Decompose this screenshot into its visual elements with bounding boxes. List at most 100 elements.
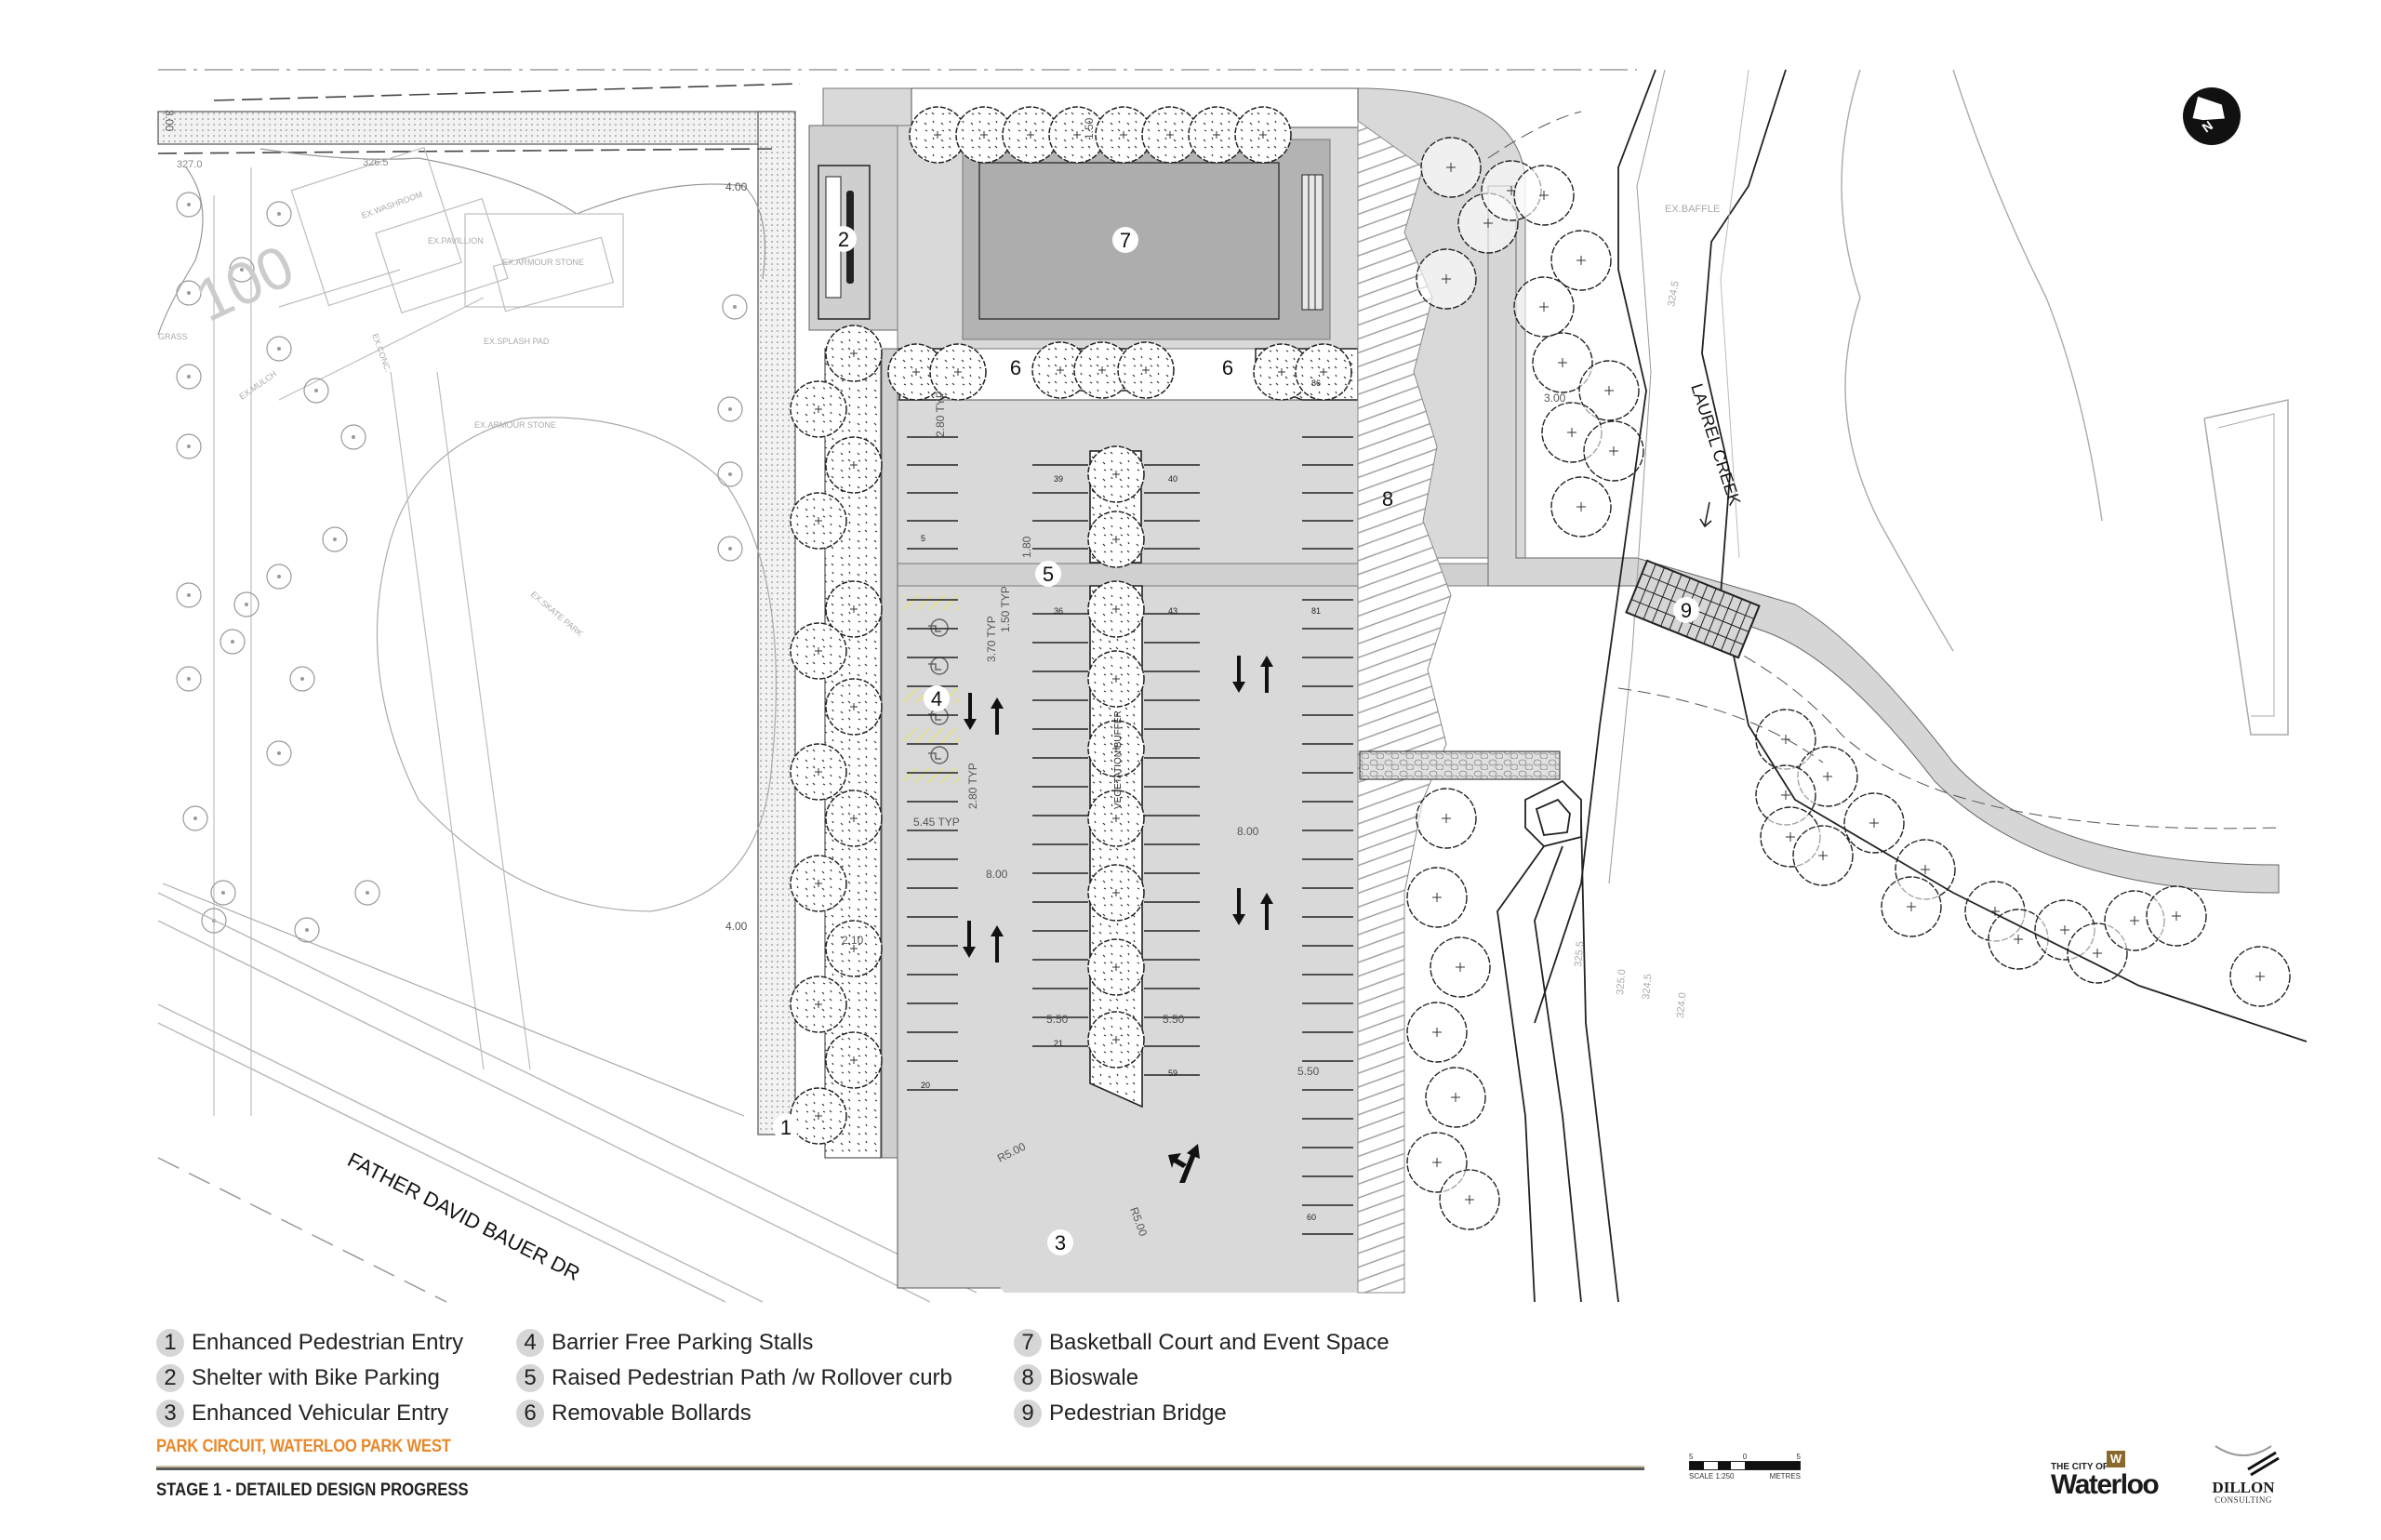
legend-number-badge: 2 [156, 1364, 184, 1392]
svg-text:EX.WASHROOM: EX.WASHROOM [360, 190, 423, 220]
svg-text:EX.SPLASH PAD: EX.SPLASH PAD [484, 337, 550, 346]
svg-text:2.80 TYP: 2.80 TYP [934, 391, 947, 437]
svg-text:1.50 TYP: 1.50 TYP [999, 586, 1012, 632]
svg-text:2: 2 [838, 228, 849, 251]
site-surfaces [808, 87, 2280, 1294]
legend-number-badge: 4 [516, 1329, 544, 1357]
legend-item: 2 Shelter with Bike Parking [156, 1361, 463, 1396]
svg-text:1.80: 1.80 [1020, 536, 1033, 558]
logo-firm-sub: CONSULTING [2215, 1495, 2272, 1505]
svg-text:3: 3 [1055, 1231, 1066, 1255]
vegetation-buffer-label: VEGETATION BUFFER [1113, 710, 1124, 809]
svg-text:86: 86 [1311, 378, 1321, 388]
legend-number-badge: 9 [1014, 1400, 1042, 1427]
legend-number-badge: 1 [156, 1329, 184, 1357]
svg-text:325.0: 325.0 [1615, 969, 1628, 995]
scale-ticks: 5 0 5 [1689, 1453, 1801, 1461]
title-divider [156, 1466, 1644, 1470]
svg-text:325.5: 325.5 [1573, 941, 1586, 967]
flow-arrow-icon [1699, 501, 1712, 528]
stage-title: STAGE 1 - DETAILED DESIGN PROGRESS [156, 1480, 469, 1500]
legend-label: Bioswale [1049, 1365, 1139, 1390]
callout-7: 7 [1112, 227, 1138, 253]
existing-conditions [157, 69, 1637, 1135]
logo-city-name: Waterloo [2051, 1469, 2160, 1500]
scale-caption: SCALE 1:250 METRES [1689, 1472, 1801, 1480]
legend-label: Enhanced Pedestrian Entry [192, 1330, 464, 1355]
svg-text:2.80 TYP: 2.80 TYP [966, 763, 979, 809]
legend-number-badge: 8 [1014, 1364, 1042, 1392]
svg-text:6: 6 [1010, 356, 1021, 379]
scale-bar-graphic [1689, 1461, 1801, 1470]
parking-stall-lines-south [907, 599, 1353, 1235]
dimensions: 3.00 4.00 4.00 2.80 TYP 1.80 1.50 TYP 3.… [163, 110, 1566, 1238]
svg-text:21: 21 [1054, 1039, 1063, 1048]
svg-text:EX.PAVILLION: EX.PAVILLION [428, 236, 484, 246]
svg-text:5.50: 5.50 [1163, 1013, 1185, 1026]
gravel-strip [1359, 750, 1561, 780]
legend-item: 3 Enhanced Vehicular Entry [156, 1396, 463, 1431]
east-path [1487, 185, 2280, 894]
legend-label: Shelter with Bike Parking [192, 1365, 440, 1390]
turn-arrow-icon [1168, 1144, 1200, 1183]
arrow-down-icon [964, 693, 977, 730]
arrow-up-icon [1260, 893, 1273, 930]
bioswale [1357, 120, 1452, 1294]
svg-text:EX.ARMOUR STONE: EX.ARMOUR STONE [502, 258, 584, 267]
legend-label: Removable Bollards [552, 1401, 752, 1426]
svg-text:EX.MULCH: EX.MULCH [237, 369, 278, 402]
svg-text:20: 20 [921, 1081, 930, 1090]
svg-text:EX.BAFFLE: EX.BAFFLE [1665, 204, 1720, 215]
legend-number-badge: 3 [156, 1400, 184, 1427]
stall-numbers: 5 39 40 36 43 81 86 20 21 59 60 [921, 378, 1321, 1222]
svg-text:EX.ARMOUR STONE: EX.ARMOUR STONE [474, 420, 556, 430]
legend-number-badge: 7 [1014, 1329, 1042, 1357]
legend-label: Raised Pedestrian Path /w Rollover curb [552, 1365, 952, 1390]
svg-text:324.5: 324.5 [1641, 974, 1654, 1000]
svg-text:EX.SKATE PARK: EX.SKATE PARK [529, 590, 585, 638]
svg-text:100: 100 [185, 232, 303, 334]
site-plan: EX.PAVILLION EX.WASHROOM EX.ARMOUR STONE… [157, 69, 2308, 1303]
svg-text:9: 9 [1681, 599, 1692, 622]
legend-number-badge: 6 [516, 1400, 544, 1427]
svg-text:2.10: 2.10 [842, 934, 864, 947]
city-of-waterloo-logo: THE CITY OF W Waterloo [2051, 1451, 2160, 1500]
svg-text:59: 59 [1168, 1069, 1177, 1078]
street-name: FATHER DAVID BAUER DR [344, 1148, 584, 1285]
scale-tick-left: 5 [1689, 1453, 1694, 1461]
svg-text:43: 43 [1168, 606, 1177, 616]
logo-city-small: THE CITY OF [2051, 1462, 2109, 1472]
svg-text:7: 7 [1120, 229, 1131, 252]
svg-text:81: 81 [1311, 606, 1321, 616]
svg-text:326.5: 326.5 [363, 157, 389, 168]
callout-4: 4 [924, 685, 950, 711]
arrow-down-icon [1232, 888, 1245, 925]
traffic-arrows [963, 656, 1273, 1183]
svg-text:5.50: 5.50 [1046, 1013, 1069, 1026]
callout-6-west: 6 [1003, 354, 1029, 380]
headwall [1496, 779, 1619, 1303]
svg-text:39: 39 [1054, 474, 1063, 484]
svg-text:1.50: 1.50 [1083, 117, 1096, 139]
legend-label: Enhanced Vehicular Entry [192, 1401, 449, 1426]
svg-text:5: 5 [1043, 563, 1054, 586]
arrow-up-icon [1260, 656, 1273, 693]
legend-item: 8 Bioswale [1014, 1361, 1390, 1396]
svg-text:324.0: 324.0 [1675, 992, 1688, 1018]
svg-text:5.45 TYP: 5.45 TYP [913, 816, 960, 829]
north-arrow-icon: N [2183, 87, 2241, 145]
scale-text: SCALE 1:250 [1689, 1472, 1735, 1480]
svg-text:1: 1 [780, 1116, 791, 1139]
bench [1301, 174, 1324, 311]
svg-text:5: 5 [921, 534, 925, 543]
svg-text:3.00: 3.00 [163, 110, 176, 132]
parking-stall-lines [907, 436, 1353, 550]
logo-firm-name: DILLON [2212, 1479, 2275, 1496]
callout-1: 1 [773, 1114, 799, 1140]
svg-text:4: 4 [931, 687, 942, 710]
